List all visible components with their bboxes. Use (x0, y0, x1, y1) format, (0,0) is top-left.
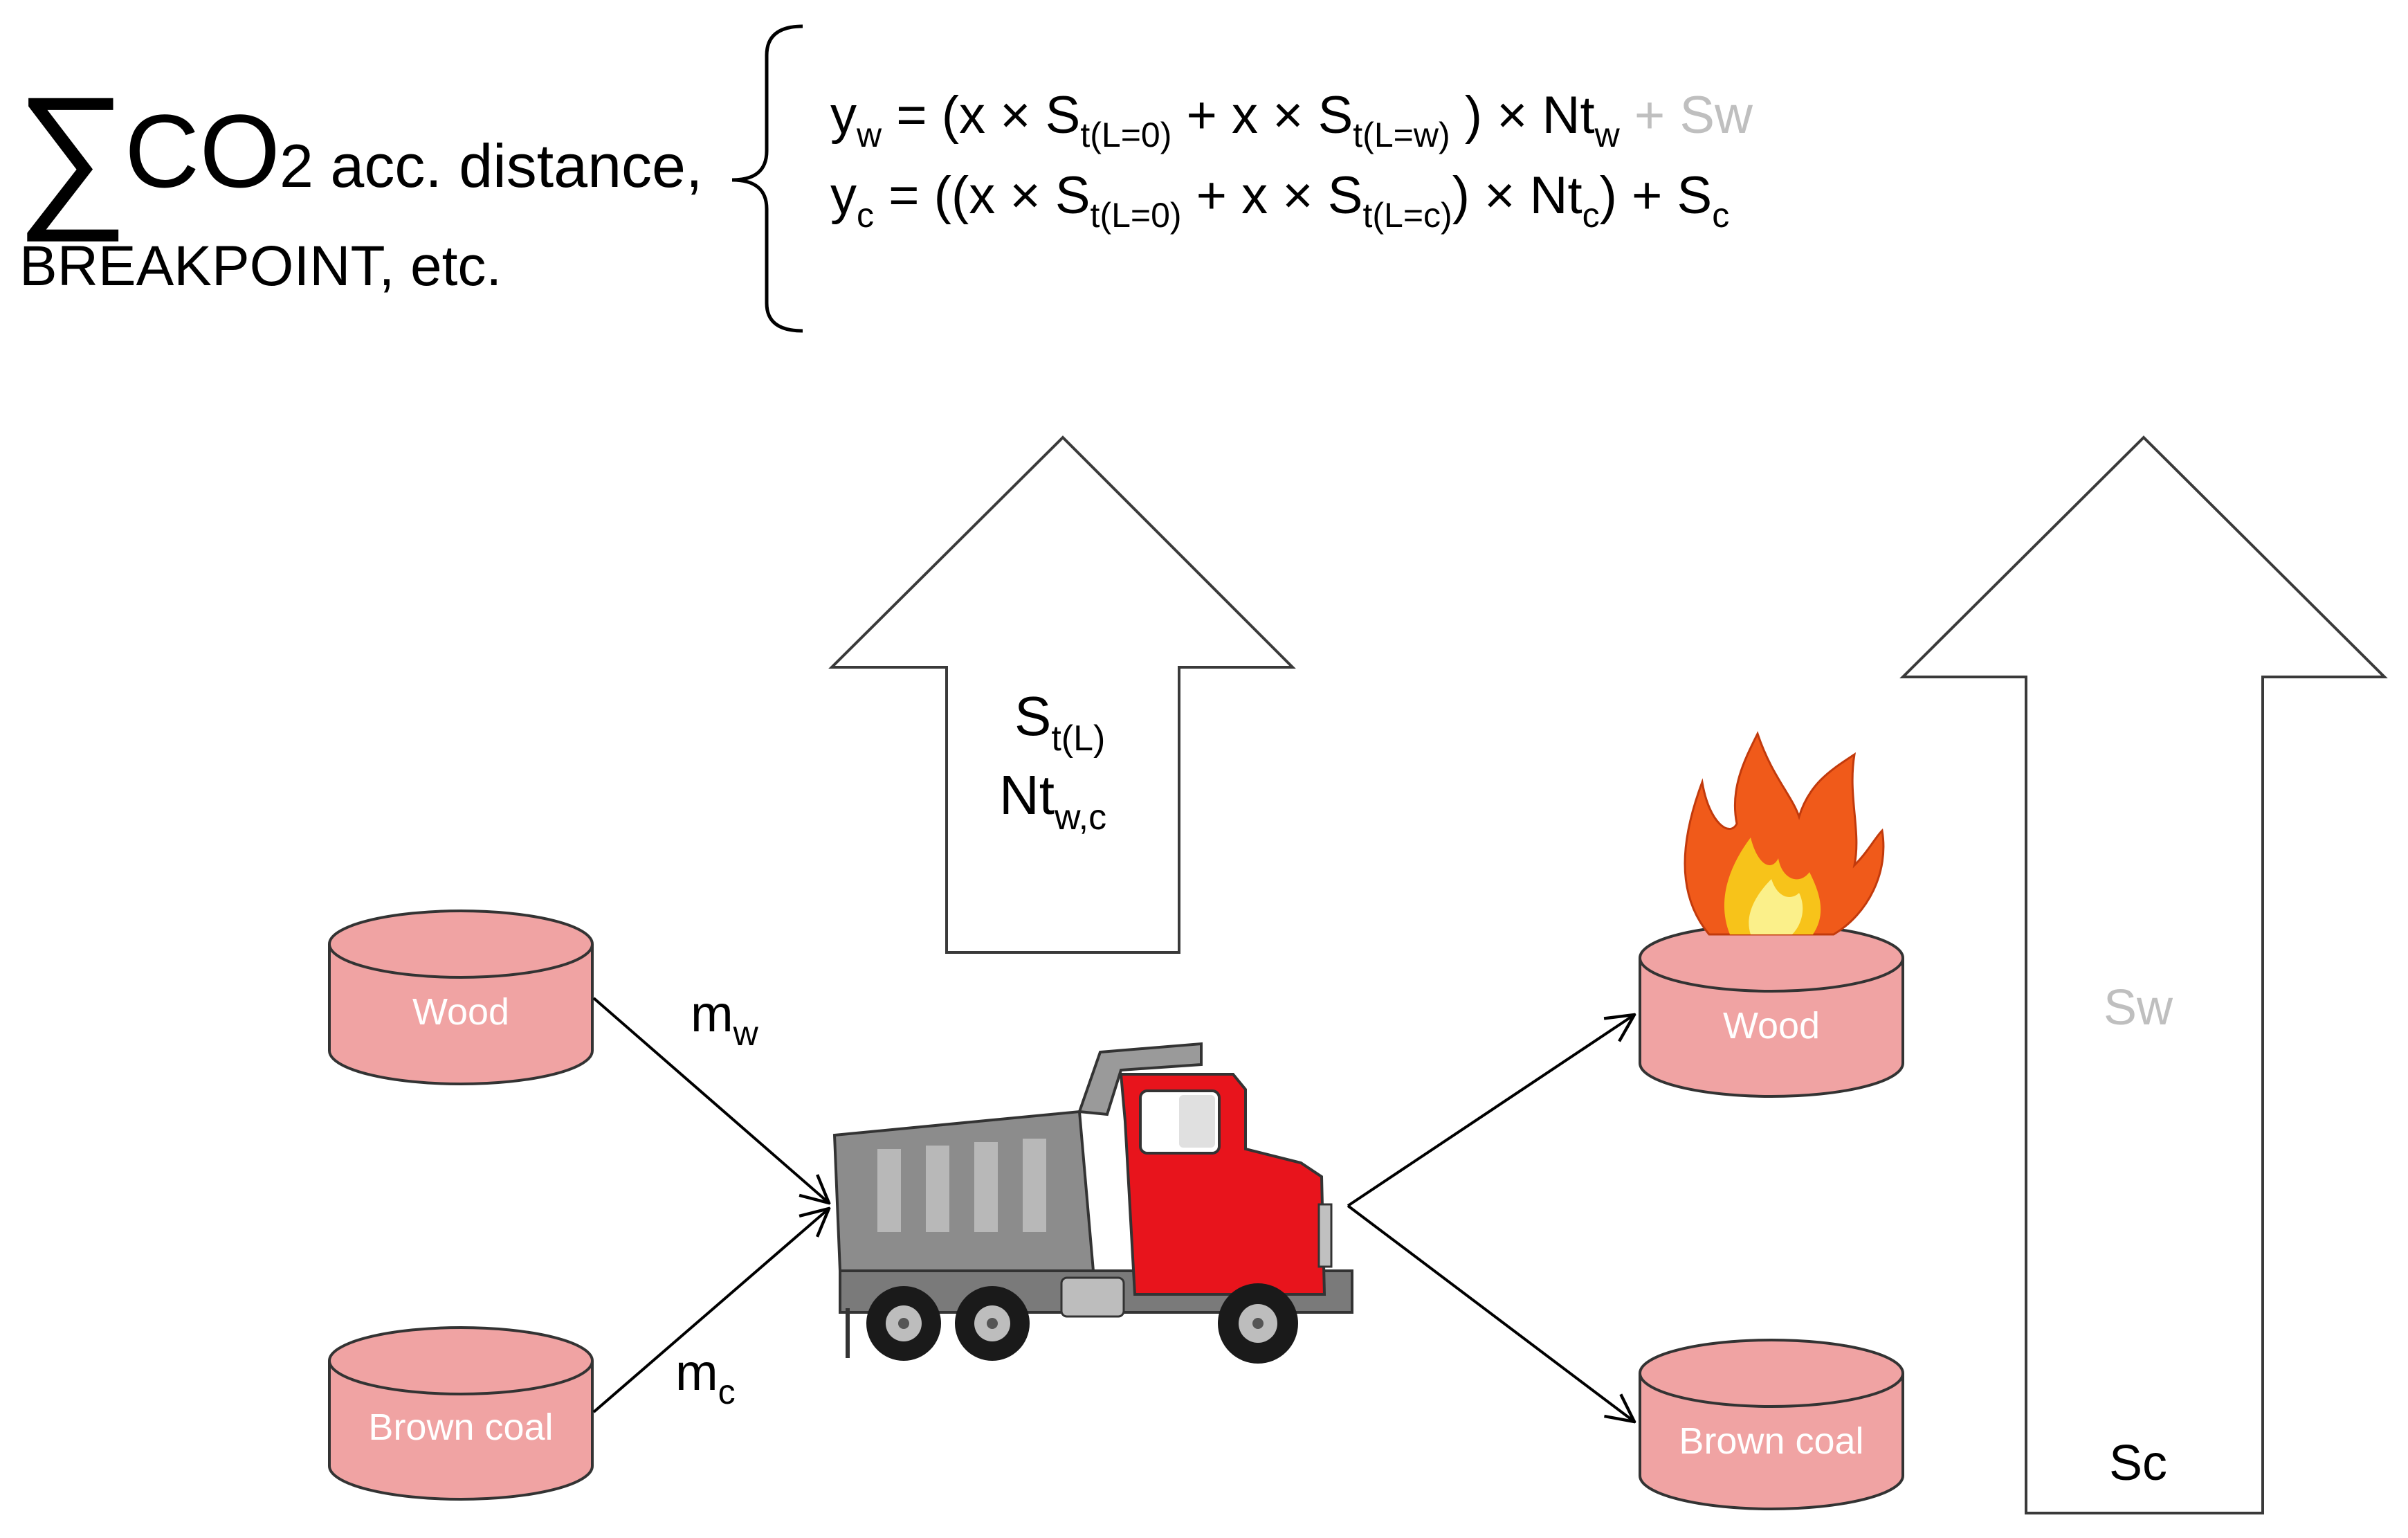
storage-sw-label: Sw (2104, 980, 2173, 1035)
flow-arrow-wood-out (1347, 1015, 1634, 1207)
header-label: ∑ CO 2 acc. distance, BREAKPOINT, etc. (15, 64, 702, 298)
dump-truck-icon (832, 1042, 1353, 1364)
co-text: CO (125, 93, 280, 209)
dest-wood-label: Wood (1723, 1005, 1820, 1047)
flow-mw-label: mw (691, 985, 759, 1053)
transport-up-arrow (828, 435, 1296, 954)
truck-wheel (955, 1286, 1030, 1361)
storage-sc-label: Sc (2109, 1436, 2167, 1491)
sum-symbol: ∑ (15, 64, 129, 242)
truck-wheel (866, 1286, 941, 1361)
storage-up-arrow (1899, 435, 2388, 1514)
source-coal-label: Brown coal (368, 1406, 553, 1448)
flow-arrow-coal-out (1347, 1204, 1634, 1422)
dest-coal-cylinder: Brown coal (1639, 1339, 1904, 1510)
equation-wood: yw = (x × St(L=0) + x × St(L=w) ) × Ntw … (830, 86, 1753, 154)
breakpoint-text: BREAKPOINT, etc. (19, 235, 502, 298)
equation-coal: yc = ((x × St(L=0) + x × St(L=c)) × Ntc)… (830, 166, 1729, 235)
flow-mc-label: mc (675, 1344, 736, 1411)
dest-wood-cylinder: Wood (1639, 923, 1904, 1098)
flow-arrow-wood-in (592, 997, 829, 1203)
dest-coal-label: Brown coal (1679, 1420, 1863, 1462)
fire-icon (1684, 731, 1885, 936)
flow-arrow-coal-in (592, 1209, 829, 1413)
co-suffix: 2 acc. distance, (280, 132, 702, 200)
source-coal-cylinder: Brown coal (328, 1326, 594, 1501)
source-wood-label: Wood (412, 991, 509, 1033)
transport-nt-label: Ntw,c (999, 764, 1106, 838)
transport-s-label: St(L) (1014, 685, 1105, 759)
curly-brace (731, 24, 803, 333)
source-wood-cylinder: Wood (328, 910, 594, 1085)
truck-wheel (1218, 1283, 1298, 1364)
